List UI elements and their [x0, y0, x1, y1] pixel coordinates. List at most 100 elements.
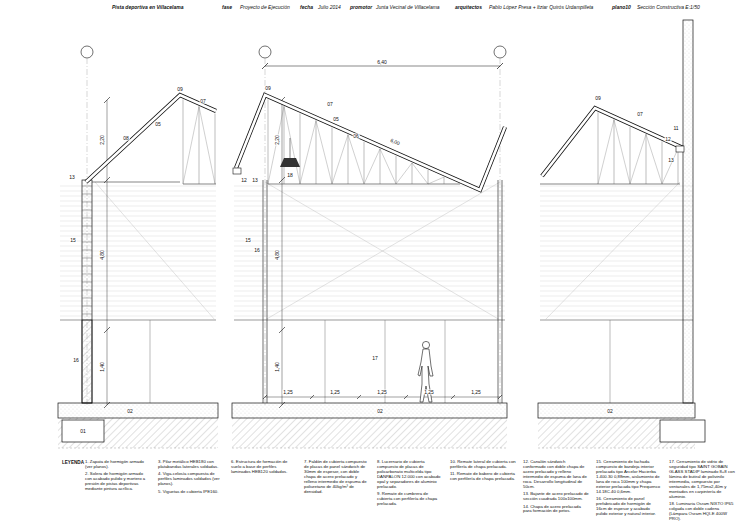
line [614, 120, 630, 184]
line [284, 106, 285, 184]
line [357, 395, 361, 399]
line [82, 186, 92, 187]
line [545, 182, 680, 320]
callout-number: 13 [252, 178, 259, 183]
line [82, 250, 92, 251]
line [82, 226, 92, 227]
line [630, 127, 631, 184]
line [95, 182, 215, 320]
callout-number: 11 [673, 126, 679, 131]
legend-note: 13. Bajante de acero prelacado de secció… [523, 492, 589, 502]
line [263, 180, 264, 403]
legend-note: 3. Pilar metálico HEB180 con platabandas… [158, 460, 224, 470]
line [598, 184, 680, 185]
line [234, 291, 505, 292]
grid-bubble [494, 46, 506, 58]
line [82, 290, 92, 291]
header-key: plano10 [612, 5, 631, 10]
line [265, 58, 266, 405]
floor-slab [232, 403, 507, 418]
line [82, 282, 92, 283]
line [540, 216, 693, 217]
header-key: fecha [300, 5, 313, 10]
line [444, 177, 445, 184]
line [540, 221, 693, 222]
line [234, 196, 505, 197]
legend-note: 14. Chapa de acero prelacada para formac… [523, 505, 589, 515]
header-value: Junta Vecinal de Villacelama [376, 5, 440, 10]
soil [232, 418, 507, 448]
callout-number: 13 [69, 175, 76, 180]
line [263, 395, 267, 399]
dimension: 4,80 [100, 250, 105, 261]
dimension: 2,20 [100, 135, 105, 146]
dimension: 1,40 [100, 362, 105, 373]
line [451, 395, 455, 399]
roof-panel [86, 95, 216, 182]
line [199, 106, 200, 184]
line [497, 63, 503, 69]
line [234, 296, 505, 297]
line [234, 261, 505, 262]
line [82, 234, 92, 235]
legend-note: 18. Luminaria Osram NIXTO IP65 colgada c… [669, 502, 735, 522]
line [540, 251, 693, 252]
dimension: 1,25 [330, 390, 341, 395]
header-key: fase [222, 5, 232, 10]
line [234, 281, 505, 282]
legend-note: 11. Remate de babero de cubierta con per… [450, 472, 516, 482]
callout-number: 07 [637, 112, 644, 117]
legend-note: 6. Estructura de formación de suelo a ba… [231, 460, 297, 475]
grid-bubble [259, 46, 271, 58]
line [380, 149, 396, 184]
line [215, 114, 216, 184]
callout-number: 06 [353, 134, 360, 139]
soil [58, 418, 218, 448]
line [540, 246, 693, 247]
line [199, 106, 215, 184]
line [332, 135, 348, 184]
line [265, 66, 500, 67]
line [265, 397, 500, 398]
floor-slab [538, 403, 695, 418]
line [82, 298, 92, 299]
line [540, 281, 693, 282]
line [234, 221, 505, 222]
line [82, 274, 92, 275]
line [234, 286, 505, 287]
floor-slab [58, 403, 218, 418]
legend-heading: LEYENDA [62, 461, 84, 466]
dimension: 4,80 [275, 250, 280, 261]
footing [660, 420, 705, 442]
line [234, 266, 505, 267]
line [265, 182, 500, 320]
line [104, 97, 110, 103]
header-key: arquitectos [455, 5, 482, 10]
facade-wall [82, 180, 92, 403]
legend-note: 15. Cerramiento de fachada compuesto de … [596, 460, 662, 495]
line [540, 186, 693, 187]
line [540, 256, 693, 257]
luminaire [280, 158, 300, 167]
line [82, 258, 92, 259]
callout-number: 16 [73, 358, 80, 363]
callout-number: 02 [127, 409, 134, 414]
line [540, 236, 693, 237]
line [498, 180, 499, 403]
header-value: Julio 2014 [318, 5, 341, 10]
line [310, 395, 314, 399]
line [348, 135, 349, 184]
callout-number: 12 [665, 137, 672, 142]
line [82, 242, 92, 243]
roof-panel [236, 95, 505, 190]
roof-panel-core [236, 95, 505, 190]
end-wall [683, 20, 693, 403]
line [150, 320, 151, 403]
dimension: 1,25 [424, 390, 435, 395]
line [183, 99, 184, 184]
line [500, 58, 501, 405]
line [540, 276, 693, 277]
line [234, 206, 505, 207]
grid-bubble [81, 46, 93, 58]
